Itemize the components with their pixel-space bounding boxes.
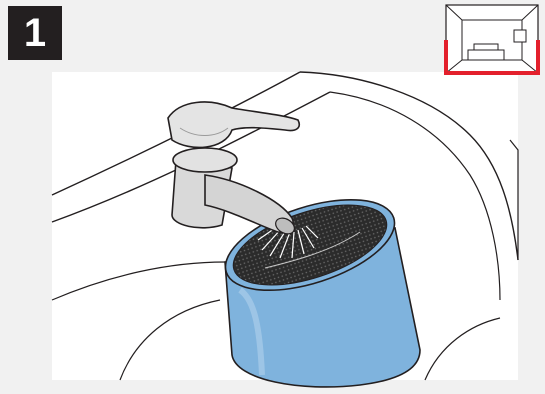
- room-location-icon: [446, 5, 538, 73]
